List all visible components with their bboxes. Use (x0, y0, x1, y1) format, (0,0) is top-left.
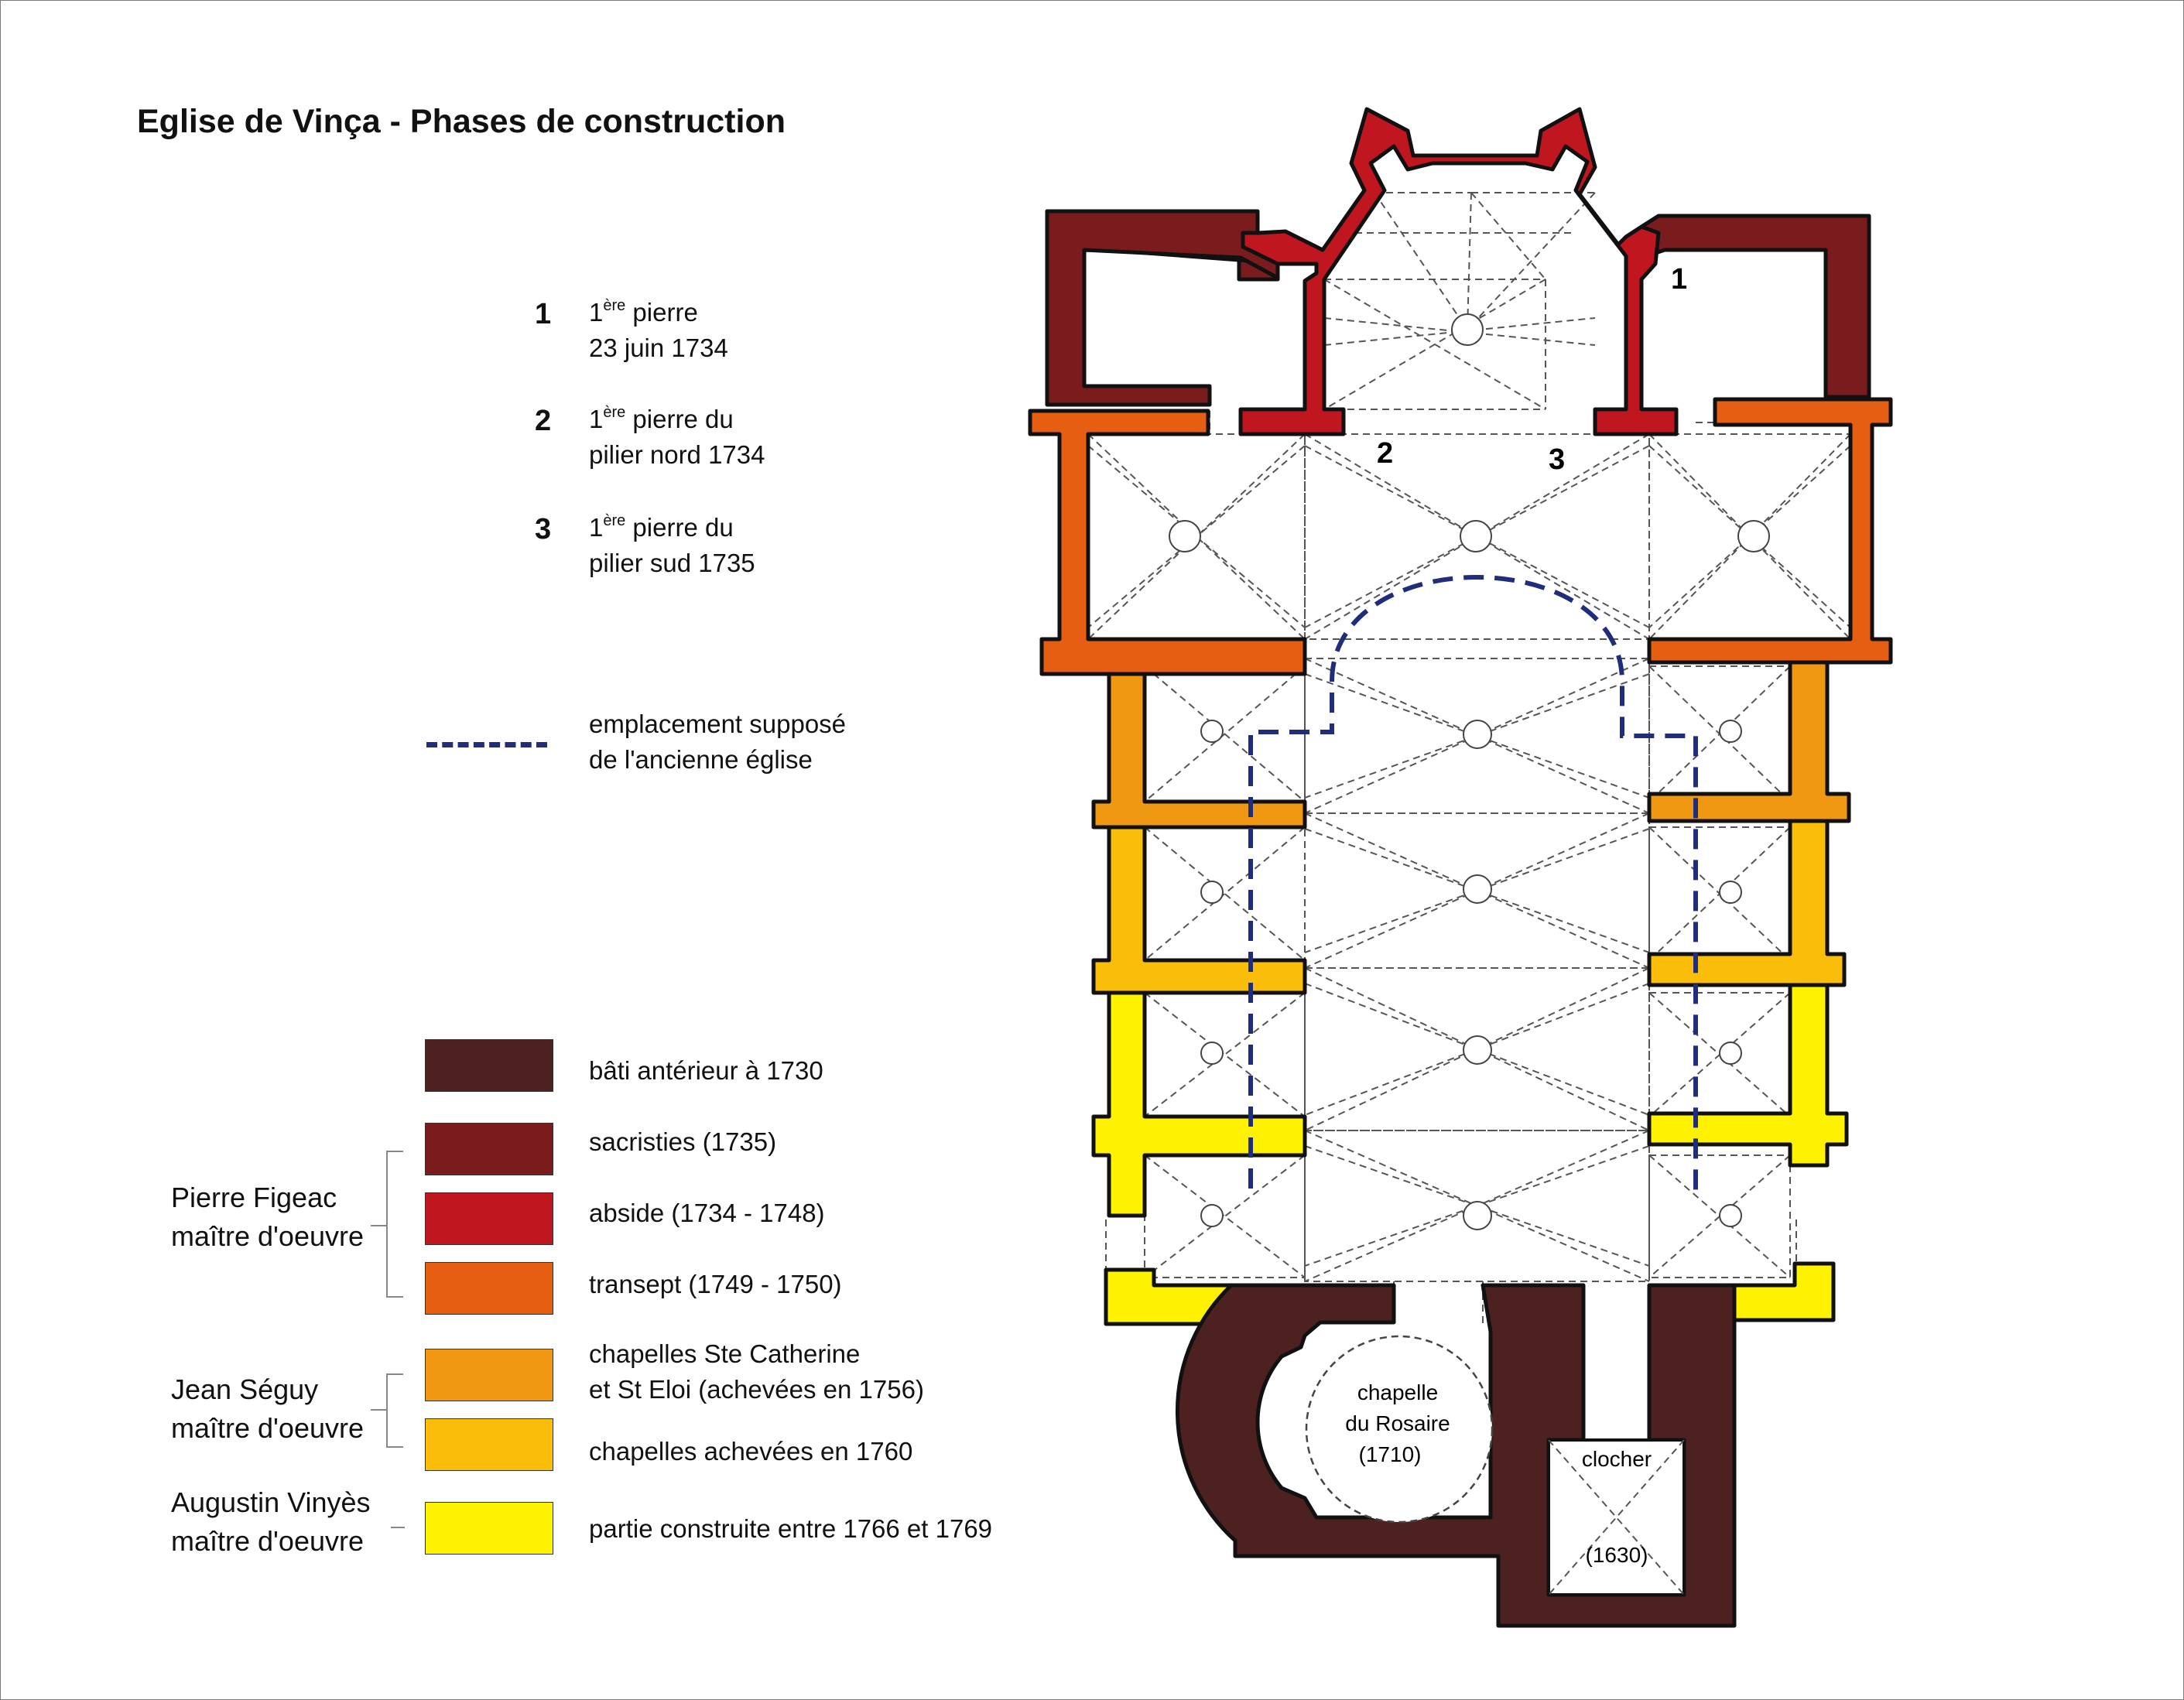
clocher-year: (1630) (1586, 1543, 1648, 1567)
architect-seguy-name: Jean Séguy (171, 1373, 319, 1405)
swatch-chapelles-1756 (425, 1349, 553, 1401)
marker-1-text: 1ère pierre 23 juin 1734 (589, 295, 728, 366)
architect-figeac: Pierre Figeac maître d'oeuvre (171, 1178, 364, 1256)
marker-1-line2: 23 juin 1734 (589, 334, 728, 362)
transept-vaults (1087, 433, 1851, 640)
transept (1028, 397, 1893, 676)
clocher-label: clocher (1582, 1447, 1652, 1471)
crossing-keystone (1460, 520, 1492, 552)
apse-vault (1323, 192, 1596, 410)
nave-keystone-4 (1463, 1201, 1492, 1230)
figeac-bracket (386, 1151, 403, 1298)
apse (1238, 107, 1679, 436)
legend-sacristies: sacristies (1735) (589, 1127, 777, 1156)
legend-chapelles-1756-line2: et St Eloi (achevées en 1756) (589, 1375, 924, 1404)
nave-vaults (1304, 658, 1650, 1282)
dashed-line-sample (426, 742, 547, 747)
marker-3-sup: ère (603, 512, 626, 529)
sacristies (1045, 209, 1871, 407)
chapel-north-keystone-3 (1200, 1042, 1224, 1065)
seguy-bracket (386, 1373, 403, 1448)
swatch-transept (425, 1262, 553, 1315)
marker-1-line1: pierre (625, 298, 698, 327)
chapel-south-keystone-1 (1719, 720, 1742, 743)
architect-vinyes-name: Augustin Vinyès (171, 1486, 371, 1518)
swatch-abside (425, 1192, 553, 1245)
marker-3-number: 3 (535, 513, 552, 546)
architect-vinyes: Augustin Vinyès maître d'oeuvre (171, 1483, 371, 1561)
legend-chapelles-1760: chapelles achevées en 1760 (589, 1437, 913, 1466)
legend-partie-1766-1769: partie construite entre 1766 et 1769 (589, 1514, 993, 1543)
dashed-legend-line2: de l'ancienne église (589, 745, 813, 774)
transept-north-keystone (1169, 520, 1201, 552)
plan-marker-3: 3 (1549, 443, 1565, 476)
chapels-1756 (1091, 660, 1851, 829)
chapelle-label-line2: du Rosaire (1345, 1411, 1450, 1435)
architect-figeac-name: Pierre Figeac (171, 1182, 337, 1213)
dashed-legend-text: emplacement supposé de l'ancienne église (589, 706, 846, 778)
vinyes-tick (391, 1527, 405, 1528)
marker-2-line2: pilier nord 1734 (589, 440, 765, 469)
chapel-south-keystone-3 (1719, 1042, 1742, 1065)
seguy-bracket-tick (371, 1409, 386, 1411)
chapel-south-keystone-4 (1719, 1204, 1742, 1227)
nave-keystone-2 (1463, 874, 1492, 904)
swatch-sacristies (425, 1123, 553, 1175)
legend-abside: abside (1734 - 1748) (589, 1199, 825, 1227)
vault-lines (1087, 192, 1851, 1328)
marker-3-text: 1ère pierre du pilier sud 1735 (589, 510, 755, 581)
nave-keystone-3 (1463, 1035, 1492, 1065)
plan-marker-1: 1 (1671, 263, 1687, 296)
page-title: Eglise de Vinça - Phases de construction (137, 103, 786, 140)
plan-marker-2: 2 (1377, 437, 1393, 470)
chapel-north-keystone-4 (1200, 1204, 1224, 1227)
chapel-south-keystone-2 (1719, 881, 1742, 904)
legend-chapelles-1756: chapelles Ste Catherine et St Eloi (ache… (589, 1336, 924, 1408)
rosaire-dome (1305, 1335, 1494, 1524)
marker-2-line1: pierre du (625, 405, 734, 433)
marker-2-sup: ère (603, 404, 626, 421)
marker-1-sup: ère (603, 297, 626, 314)
swatch-chapelles-1760 (425, 1418, 553, 1471)
architect-seguy: Jean Séguy maître d'oeuvre (171, 1370, 364, 1448)
marker-3-line2: pilier sud 1735 (589, 549, 755, 577)
architect-vinyes-role: maître d'oeuvre (171, 1525, 364, 1557)
clocher-room (1547, 1438, 1686, 1596)
marker-2-text: 1ère pierre du pilier nord 1734 (589, 402, 765, 473)
legend-chapelles-1756-line1: chapelles Ste Catherine (589, 1339, 861, 1368)
nave-keystone-1 (1463, 720, 1492, 749)
dashed-legend-line1: emplacement supposé (589, 710, 847, 738)
chapels-1760 (1091, 819, 1847, 995)
pre-1730-buildings (1175, 1283, 1737, 1628)
chapel-north-keystone-2 (1200, 881, 1224, 904)
chapelle-label-line3: (1710) (1359, 1442, 1422, 1466)
legend-transept: transept (1749 - 1750) (589, 1270, 842, 1298)
old-church-outline (1248, 575, 1698, 1192)
part-1766-1769 (1091, 983, 1849, 1326)
marker-2-number: 2 (535, 405, 552, 437)
marker-3-line1: pierre du (625, 513, 734, 542)
architect-seguy-role: maître d'oeuvre (171, 1412, 364, 1444)
chapelle-label-line1: chapelle (1357, 1380, 1438, 1404)
marker-1-number: 1 (535, 298, 552, 330)
transept-south-keystone (1737, 520, 1770, 552)
swatch-partie-1766-1769 (425, 1502, 553, 1555)
chapel-vaults (1144, 665, 1791, 1278)
legend-bati-anterieur: bâti antérieur à 1730 (589, 1056, 823, 1085)
figeac-bracket-tick (371, 1225, 386, 1226)
apse-keystone (1451, 313, 1484, 346)
architect-figeac-role: maître d'oeuvre (171, 1220, 364, 1252)
chapel-north-keystone-1 (1200, 720, 1224, 743)
swatch-bati-anterieur (425, 1039, 553, 1092)
